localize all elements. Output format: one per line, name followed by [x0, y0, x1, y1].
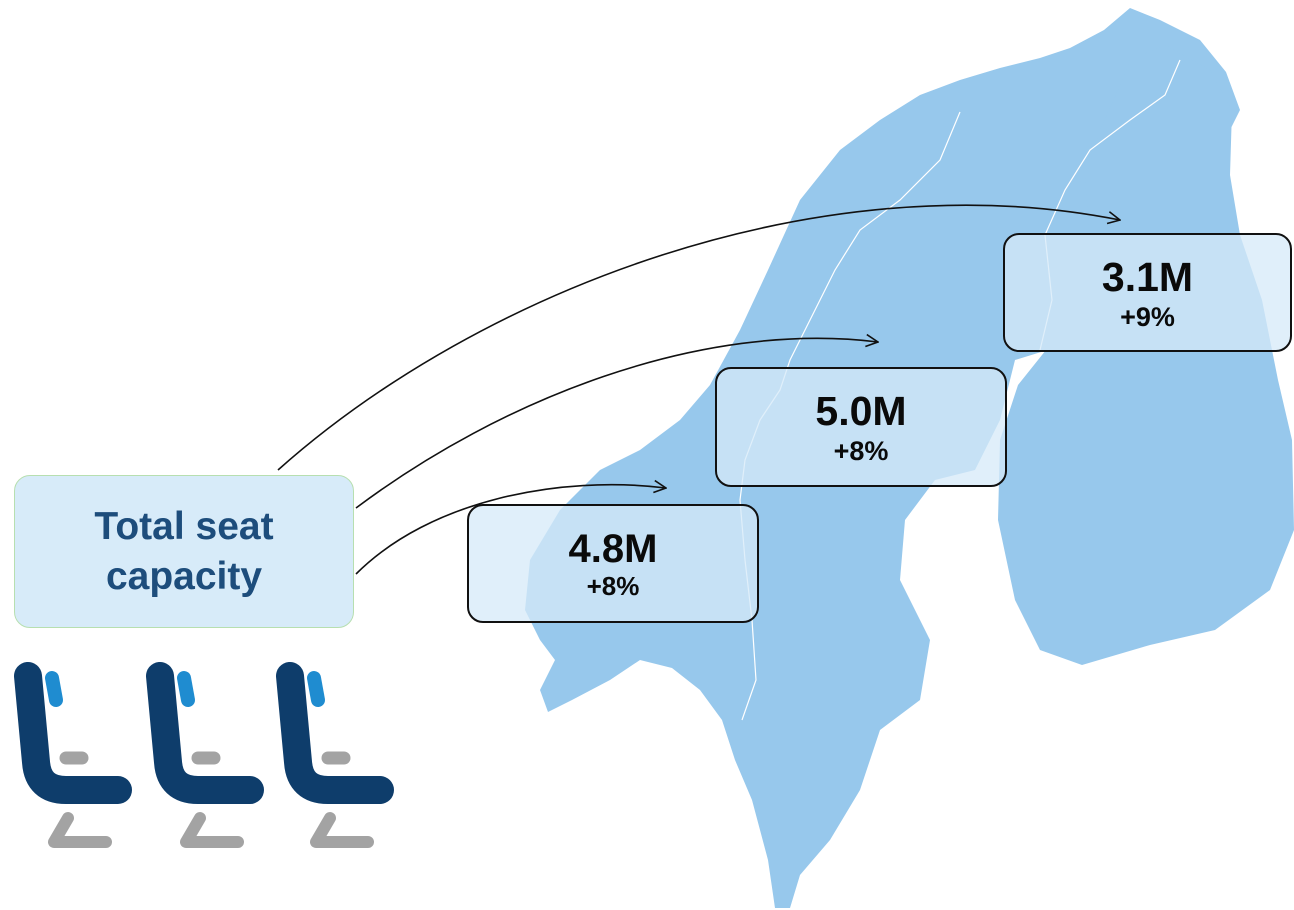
region-box-sweden: 5.0M +8% — [715, 367, 1007, 487]
map-finland — [998, 45, 1294, 665]
region-change-sweden: +8% — [833, 436, 889, 466]
airplane-seat-icon — [14, 662, 394, 848]
arrow-to-finland — [277, 204, 1120, 471]
region-change-finland: +9% — [1120, 301, 1175, 332]
region-value-norway: 4.8M — [568, 526, 658, 571]
source-label: Total seat capacity — [94, 504, 274, 598]
region-value-sweden: 5.0M — [815, 388, 907, 434]
arrow-to-sweden — [355, 338, 878, 509]
region-box-norway: 4.8M +8% — [467, 504, 759, 623]
region-box-finland: 3.1M +9% — [1003, 233, 1292, 352]
seat-2 — [146, 662, 264, 848]
arrow-to-norway — [355, 485, 666, 575]
seat-3 — [276, 662, 394, 848]
seat-1 — [14, 662, 132, 848]
region-change-norway: +8% — [586, 570, 640, 601]
source-label-box: Total seat capacity — [14, 475, 354, 628]
region-value-finland: 3.1M — [1101, 253, 1194, 300]
